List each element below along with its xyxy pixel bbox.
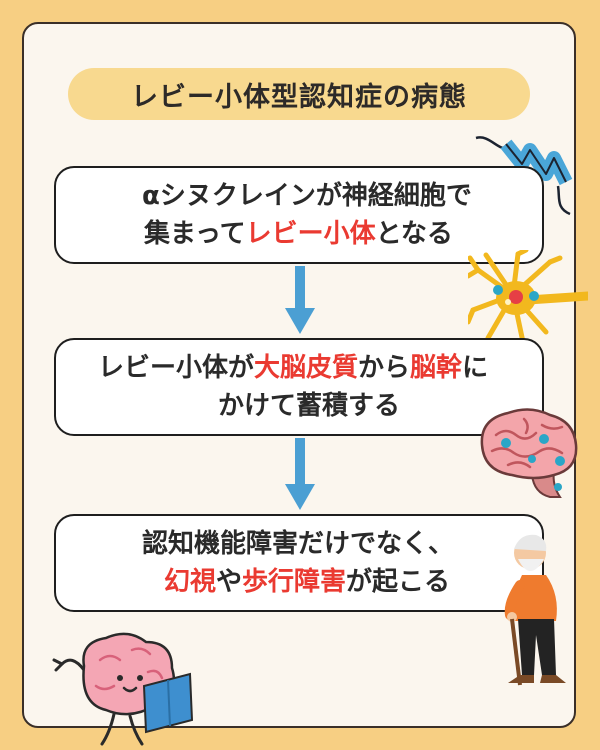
page-title-text: レビー小体型認知症の病態 — [131, 81, 467, 113]
down-arrow-icon — [285, 266, 315, 334]
down-arrow-icon — [285, 438, 315, 510]
step-3-text-and: や — [216, 567, 243, 597]
step-3-box: 認知機能障害だけでなく、 幻視や歩行障害が起こる — [54, 514, 544, 612]
brain-icon — [480, 408, 578, 498]
page-title: レビー小体型認知症の病態 — [68, 68, 530, 120]
step-2-highlight-cortex: 大脳皮質 — [254, 353, 359, 383]
step-2-highlight-brainstem: 脳幹 — [410, 353, 463, 383]
step-3-text-end: が起こる — [346, 567, 451, 597]
step-3-line-1: 認知機能障害だけでなく、 — [142, 529, 455, 559]
step-3-highlight-hallucination: 幻視 — [164, 567, 217, 597]
protein-helix-icon — [475, 136, 573, 216]
neuron-icon — [468, 250, 588, 345]
elderly-man-with-cane-icon — [504, 534, 566, 686]
step-1-text: 集まって — [144, 219, 246, 249]
step-2-text: レビー小体が — [98, 353, 255, 383]
step-3-line-2: 幻視や歩行障害が起こる — [142, 563, 542, 601]
step-1-line-2: 集まってレビー小体となる — [142, 215, 542, 253]
step-2-text-from: から — [358, 353, 411, 383]
step-1-box: αシヌクレインが神経細胞で 集まってレビー小体となる — [54, 166, 544, 264]
step-2-box: レビー小体が大脳皮質から脳幹に かけて蓄積する — [54, 338, 544, 436]
step-2-line-1: レビー小体が大脳皮質から脳幹に — [98, 349, 542, 387]
step-2-text-to: に — [462, 353, 489, 383]
step-1-text-end: となる — [375, 219, 453, 249]
brain-reading-book-mascot-icon — [52, 632, 194, 746]
step-3-highlight-gait: 歩行障害 — [242, 567, 347, 597]
step-1-highlight: レビー小体 — [245, 219, 376, 249]
step-2-line-2: かけて蓄積する — [218, 391, 401, 421]
step-1-line-1: αシヌクレインが神経細胞で — [142, 181, 472, 211]
